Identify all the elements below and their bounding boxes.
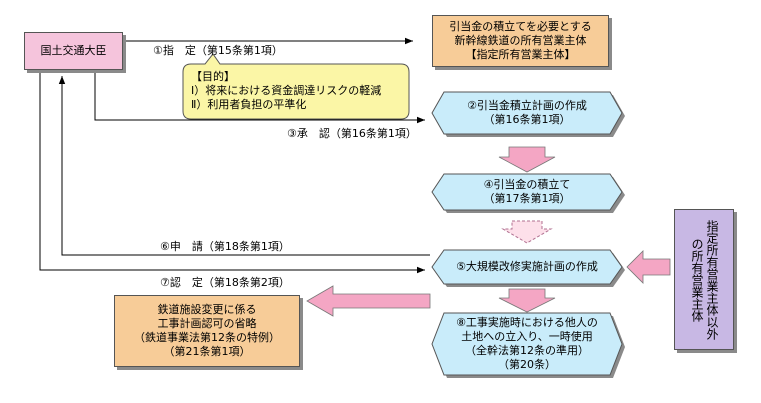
certification-label: ⑦認 定（第18条第2項） xyxy=(160,276,290,289)
purpose-callout: 【目的】 Ⅰ）将来における資金調達リスクの軽減 Ⅱ）利用者負担の平準化 xyxy=(183,63,407,119)
entry-use-line-1: ⑧工事実施時における他人の xyxy=(456,316,598,329)
cert-omission-line-1: 鉄道施設変更に係る xyxy=(157,303,257,316)
approval-label: ③承 認（第16条第1項） xyxy=(287,127,417,140)
certification-line xyxy=(39,70,425,274)
designated-entity-line-1: 引当金の積立てを必要とする xyxy=(449,20,592,33)
plan-creation-step: ②引当金積立計画の作成 （第16条第1項） xyxy=(432,92,622,134)
cert-omission-line-4: （第21条第1項） xyxy=(163,345,251,358)
renovation-plan-step: ⑤大規模改修実施計画の作成 xyxy=(432,250,622,284)
connector-lines xyxy=(39,37,430,274)
cert-omission-line-3: （鉄道事業法第12条の特例） xyxy=(134,331,280,344)
purpose-item-2: Ⅱ）利用者負担の平準化 xyxy=(191,98,307,111)
other-entities-line-1: 指定所有営業主体以外 xyxy=(705,219,719,340)
flow-arrow-2-dashed xyxy=(501,220,553,244)
step-hexagons xyxy=(431,91,625,378)
plan-creation-hex xyxy=(431,91,623,135)
designation-label: ①指 定（第15条第1項） xyxy=(153,44,283,57)
minister-box: 国土交通大臣 xyxy=(24,32,123,70)
purpose-callout-shape xyxy=(182,53,410,120)
entry-use-step: ⑧工事実施時における他人の 土地への立入り、一時使用 （全幹法第12条の準用） … xyxy=(432,313,622,375)
entry-use-line-3: （全幹法第12条の準用） xyxy=(465,344,589,357)
reserve-step: ④引当金の積立て （第17条第1項） xyxy=(432,174,622,210)
designated-entity-box: 引当金の積立てを必要とする 新幹線鉄道の所有営業主体 【指定所有営業主体】 xyxy=(432,15,609,67)
application-label: ⑥申 請（第18条第1項） xyxy=(160,240,290,253)
other-entities-box: 指定所有営業主体以外 の所有営業主体 xyxy=(674,209,734,350)
reserve-title: ④引当金の積立て xyxy=(483,178,571,191)
designated-entity-line-3: 【指定所有営業主体】 xyxy=(465,48,576,61)
plan-creation-title: ②引当金積立計画の作成 xyxy=(467,99,587,112)
renovation-plan-hex xyxy=(431,249,623,285)
flow-arrow-1 xyxy=(498,146,556,173)
application-line xyxy=(58,76,430,256)
cert-omission-arrow xyxy=(306,285,431,317)
reserve-article: （第17条第1項） xyxy=(483,192,571,205)
reserve-hex xyxy=(431,173,623,211)
plan-creation-article: （第16条第1項） xyxy=(483,113,571,126)
designated-entity-line-2: 新幹線鉄道の所有営業主体 xyxy=(454,34,587,47)
minister-label: 国土交通大臣 xyxy=(40,44,107,57)
renovation-plan-title: ⑤大規模改修実施計画の作成 xyxy=(456,260,598,273)
purpose-heading: 【目的】 xyxy=(191,70,235,83)
other-entities-arrow xyxy=(626,250,671,284)
entry-use-line-2: 土地への立入り、一時使用 xyxy=(461,330,593,343)
entry-use-hex xyxy=(431,312,623,376)
other-entities-line-2: の所有営業主体 xyxy=(690,237,704,322)
entry-use-line-4: （第20条） xyxy=(498,358,556,371)
certification-omission-box: 鉄道施設変更に係る 工事計画認可の省略 （鉄道事業法第12条の特例） （第21条… xyxy=(114,295,300,367)
approval-line xyxy=(94,70,425,124)
flow-down-arrows xyxy=(498,146,556,313)
flow-arrow-3 xyxy=(498,288,556,313)
cert-omission-line-2: 工事計画認可の省略 xyxy=(157,317,257,330)
purpose-item-1: Ⅰ）将来における資金調達リスクの軽減 xyxy=(191,84,382,97)
